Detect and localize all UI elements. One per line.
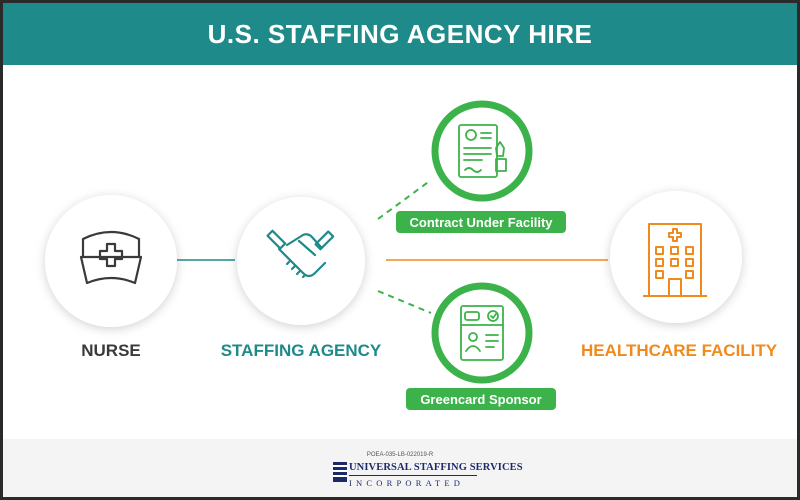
greencard-label: Greencard Sponsor — [406, 388, 556, 410]
header-banner: U.S. STAFFING AGENCY HIRE — [3, 3, 797, 65]
permit-number: POEA-035-LB-022019-R — [366, 452, 434, 458]
nurse-label: NURSE — [81, 341, 141, 360]
agency-label: STAFFING AGENCY — [220, 341, 382, 360]
connector-agency-greencard — [377, 290, 432, 314]
contract-node — [431, 100, 533, 202]
company-subtitle: INCORPORATED — [349, 478, 465, 488]
contract-label-text: Contract Under Facility — [409, 214, 553, 230]
page-title: U.S. STAFFING AGENCY HIRE — [207, 18, 593, 49]
nurse-node — [45, 195, 177, 327]
footer-area — [3, 439, 797, 497]
logo-divider — [349, 475, 477, 476]
agency-node — [237, 197, 365, 325]
contract-label: Contract Under Facility — [396, 211, 566, 233]
hospital-building-icon — [643, 223, 707, 297]
greencard-node — [431, 282, 533, 384]
company-name: UNIVERSAL STAFFING SERVICES — [349, 462, 523, 473]
nurse-cap-icon — [79, 230, 143, 285]
contract-document-icon — [458, 124, 507, 178]
handshake-icon — [266, 229, 335, 279]
facility-label: HEALTHCARE FACILITY — [581, 341, 778, 360]
facility-node — [610, 191, 742, 323]
flag-logo-icon — [333, 462, 347, 482]
greencard-label-text: Greencard Sponsor — [420, 391, 542, 407]
id-card-icon — [460, 305, 504, 361]
flow-diagram — [45, 100, 742, 482]
company-logo: UNIVERSAL STAFFING SERVICES INCORPORATED — [329, 459, 523, 493]
